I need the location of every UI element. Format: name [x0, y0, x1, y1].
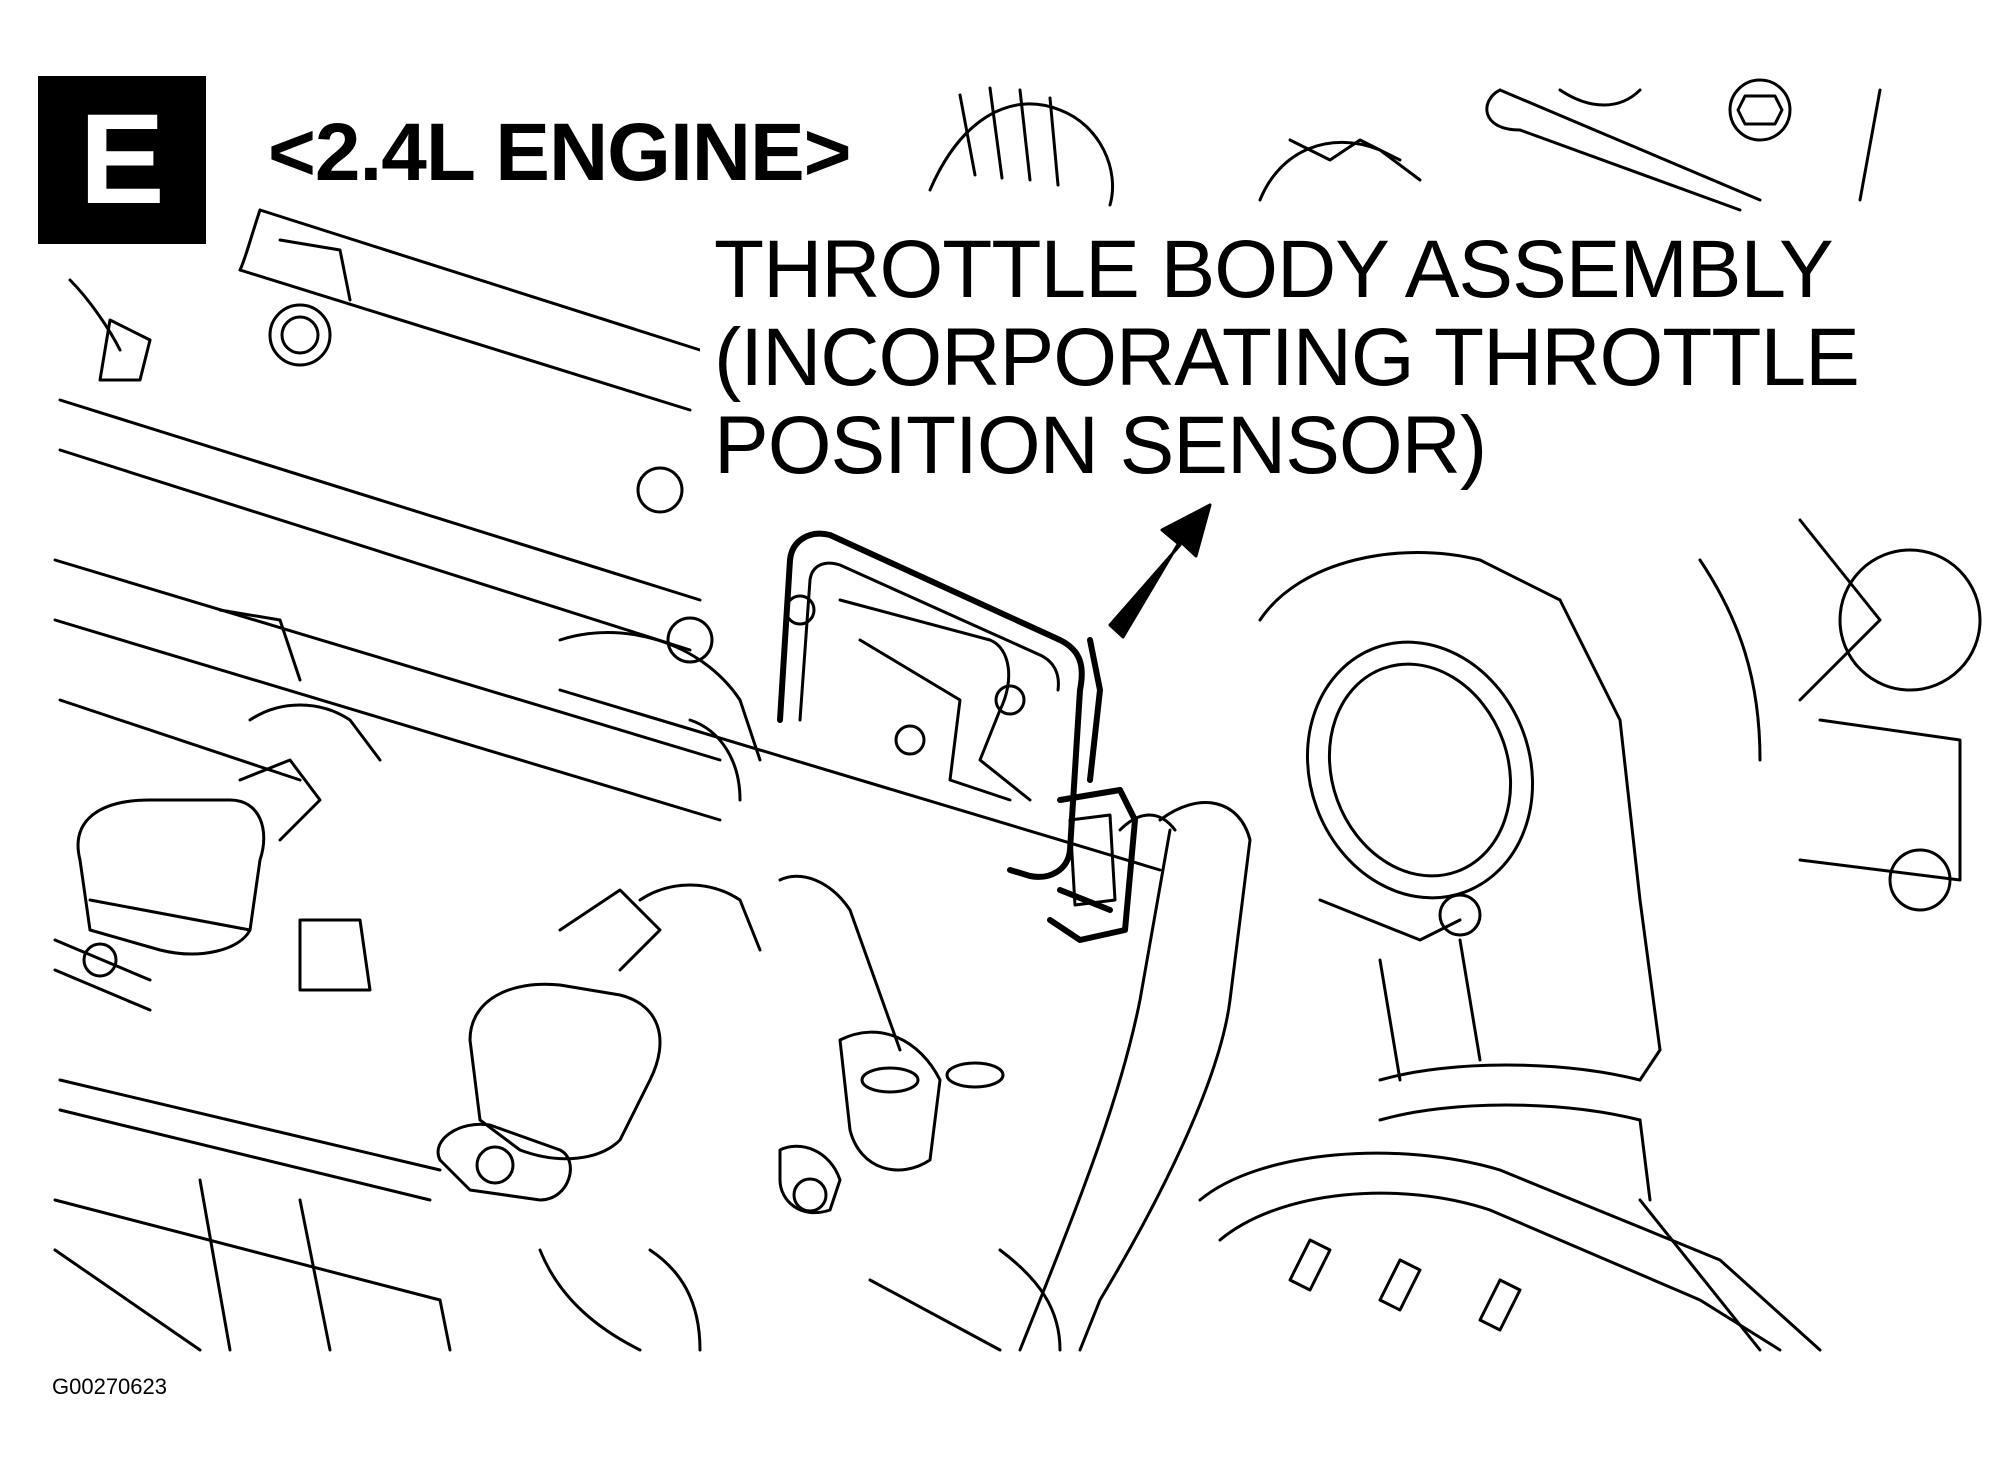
section-badge: E: [38, 76, 206, 244]
figure-id: G00270623: [52, 1374, 167, 1399]
air-cleaner-box: [1198, 1151, 1822, 1352]
fuel-rail: [53, 208, 742, 822]
throttle-body-callout: THROTTLE BODY ASSEMBLY (INCORPORATING TH…: [700, 222, 1990, 496]
callout-line-1: THROTTLE BODY ASSEMBLY: [714, 224, 1834, 315]
intake-tube: [558, 631, 1252, 1352]
engine-title: <2.4L ENGINE>: [262, 112, 857, 194]
callout-line-2: (INCORPORATING THROTTLE: [714, 312, 1860, 403]
ignition-coil-left: [53, 703, 382, 1012]
ignition-coil-center: [58, 883, 762, 1352]
callout-line-3: POSITION SENSOR): [714, 400, 1487, 491]
upper-hose-group: [928, 78, 1882, 212]
pointer-arrow: [1108, 503, 1212, 639]
lower-left-structure: [53, 1198, 1062, 1352]
air-intake-duct: [1258, 518, 1982, 1202]
throttle-body: [777, 530, 1138, 943]
